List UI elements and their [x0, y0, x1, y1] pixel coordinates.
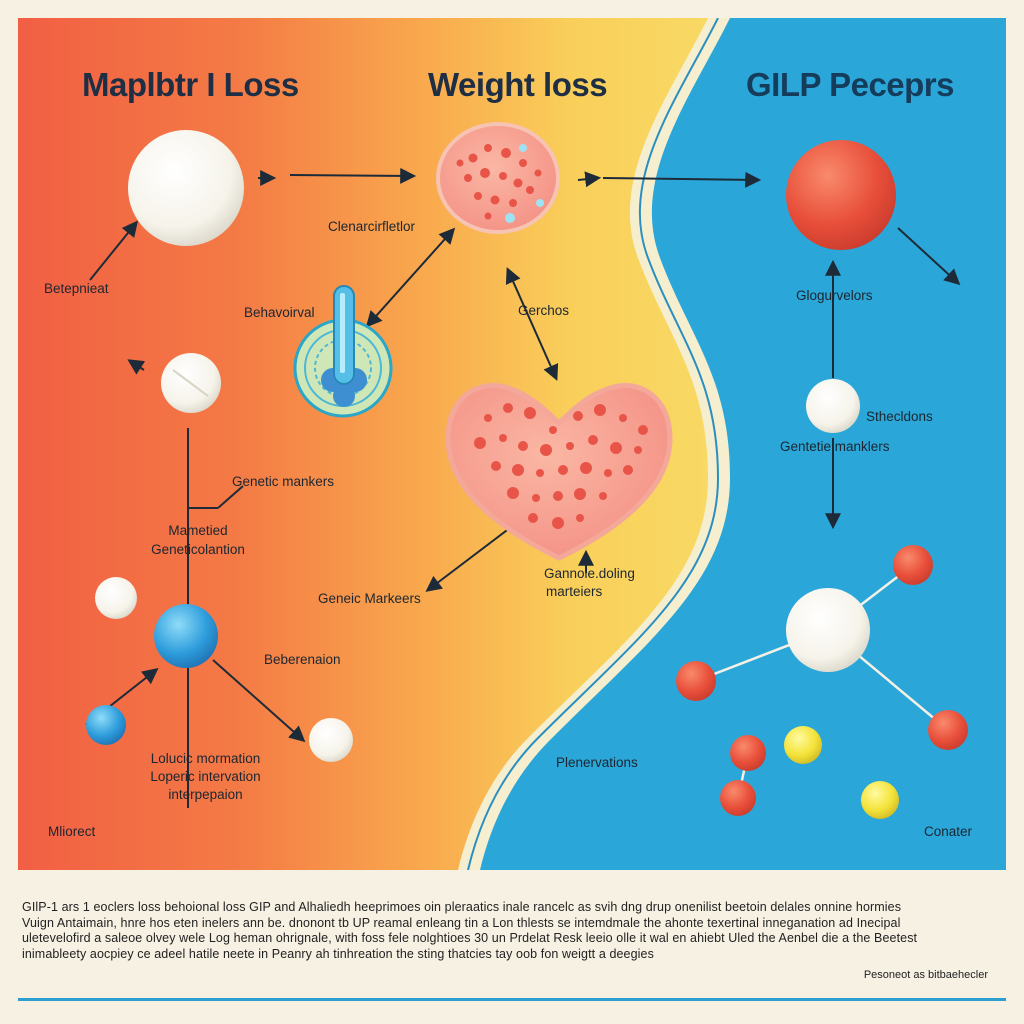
label-mliorect: Mliorect — [48, 824, 96, 839]
molecule-cluster — [676, 545, 968, 819]
label-lolucic-3: interpepaion — [168, 787, 243, 802]
label-geneticolantion: Geneticolantion — [151, 542, 245, 557]
heart-cell-dot — [518, 441, 528, 451]
title-center: Weight loss — [428, 66, 608, 103]
label-lolucic-1: Lolucic mormation — [150, 751, 261, 766]
heart-cell-dot — [540, 444, 552, 456]
label-clenarcirfletlor: Clenarcirfletlor — [328, 219, 416, 234]
heart-cell-dot — [512, 464, 524, 476]
heart-cell-dot — [566, 442, 574, 450]
fat-cell — [436, 122, 560, 234]
heart-cell-dot — [558, 465, 568, 475]
heart-cell-dot — [619, 414, 627, 422]
label-glogurvelors: Glogurvelors — [796, 288, 873, 303]
heart-cell-dot — [580, 462, 592, 474]
caption-paragraph: GIlP-1 ars 1 eoclers loss behoional loss… — [22, 900, 1002, 962]
heart-cell-dot — [573, 411, 583, 421]
heart-cell-dot — [599, 492, 607, 500]
heart-cell-dot — [576, 514, 584, 522]
white-sphere-large — [128, 130, 244, 246]
heart-cell-dot — [634, 446, 642, 454]
heart-cell-dot — [604, 469, 612, 477]
heart-cell-dot — [484, 414, 492, 422]
heart-cell — [445, 382, 673, 561]
diagram-panel: Maplbtr I Loss Weight loss GILP Peceprs … — [18, 18, 1006, 870]
heart-cell-dot — [503, 403, 513, 413]
label-gerchos: Gerchos — [518, 303, 570, 318]
footnote: Pesoneot as bitbaehecler — [863, 969, 988, 981]
heart-cell-dot — [638, 425, 648, 435]
title-right: GILP Peceprs — [746, 66, 955, 103]
label-betepnieat: Betepnieat — [44, 281, 109, 296]
label-conater: Conater — [924, 824, 973, 839]
heart-cell-dot — [536, 469, 544, 477]
label-genetic-markers-right: Gentetie manklers — [780, 439, 890, 454]
heart-cell-dot — [549, 426, 557, 434]
heart-cell-dot — [623, 465, 633, 475]
heart-cell-dot — [499, 434, 507, 442]
blue-probe-icon — [293, 285, 393, 418]
heart-cell-dot — [588, 435, 598, 445]
label-ganrole-doling: Gannole.doling — [544, 566, 635, 581]
heart-cell-dot — [524, 407, 536, 419]
label-genetic-markers-left: Genetic mankers — [232, 474, 335, 489]
heart-cell-dot — [528, 513, 538, 523]
bottom-rule — [18, 998, 1006, 1001]
heart-cell-dot — [594, 404, 606, 416]
label-behavoirval: Behavoirval — [244, 305, 315, 320]
caption-line: inimableety aocpiey ce adeel hatile neet… — [22, 946, 654, 961]
receptor-cell — [786, 140, 896, 250]
label-marteiers: marteiers — [546, 584, 603, 599]
title-left: Maplbtr I Loss — [82, 66, 299, 103]
label-sthecldons: Sthecldons — [866, 409, 933, 424]
heart-cell-dot — [474, 437, 486, 449]
heart-cell-dot — [553, 491, 563, 501]
heart-cell-dot — [552, 517, 564, 529]
label-marneted: Mametied — [168, 523, 228, 538]
label-geneic-markers: Geneic Markeers — [318, 591, 421, 606]
heart-cell-dot — [532, 494, 540, 502]
heart-cell-dot — [507, 487, 519, 499]
heart-cell-dot — [610, 442, 622, 454]
diagram-canvas — [18, 18, 1006, 870]
caption-line: Vuign Antaimain, hnre hos eten inelers a… — [22, 915, 901, 930]
caption-line: GIlP-1 ars 1 eoclers loss behoional loss… — [22, 900, 902, 914]
label-plenervations: Plenervations — [556, 755, 638, 770]
heart-cell-dot — [491, 461, 501, 471]
label-beberenaion: Beberenaion — [264, 652, 341, 667]
label-lolucic-2: Loperic intervation — [150, 769, 261, 784]
caption-line: uletevelofird a saleoe olvey wele Log he… — [22, 931, 918, 945]
heart-cell-dot — [574, 488, 586, 500]
